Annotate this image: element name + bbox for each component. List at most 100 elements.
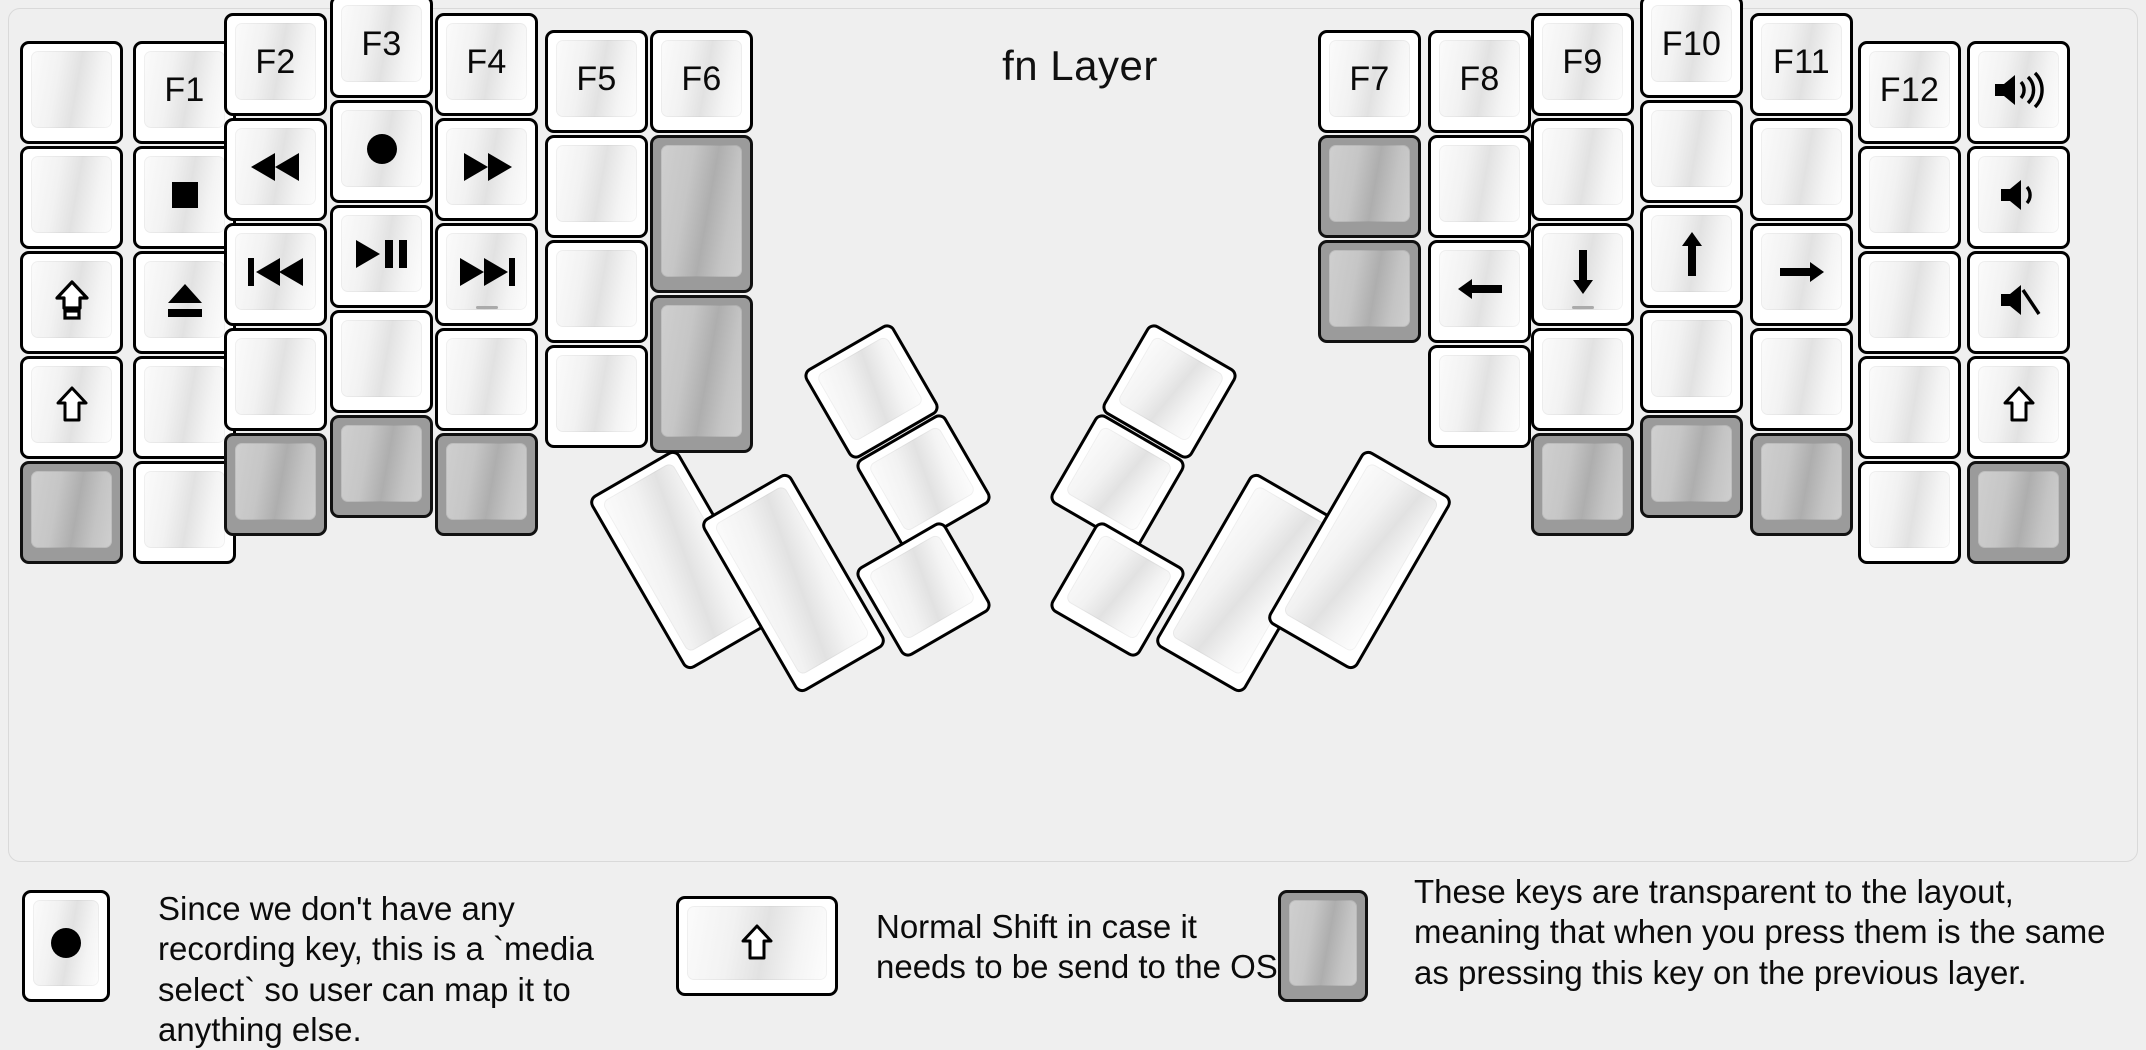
key-cap	[235, 338, 316, 415]
key-cap	[235, 443, 316, 520]
right-col-ring-key-3[interactable]	[1640, 310, 1743, 413]
left-col-pinky-key-3[interactable]	[133, 356, 236, 459]
left-col-pinky-key-0[interactable]: F1	[133, 41, 236, 144]
left-col-ring-key-0[interactable]: F2	[224, 13, 327, 116]
left-col-inner-key-1[interactable]	[545, 135, 648, 238]
left-col-index-key-3[interactable]	[435, 328, 538, 431]
key-underbar	[475, 306, 498, 309]
key-cap	[1978, 156, 2059, 233]
left-col-index-key-2[interactable]	[435, 223, 538, 326]
right-col-index-2-key-3[interactable]	[1428, 345, 1531, 448]
legend-text-transparent: These keys are transparent to the layout…	[1414, 873, 2106, 991]
left-col-ring-key-3[interactable]	[224, 328, 327, 431]
key-cap: F9	[1542, 23, 1623, 100]
left-col-pinky-key-2[interactable]	[133, 251, 236, 354]
left-col-index-key-1[interactable]	[435, 118, 538, 221]
legend-text-normal-shift: Normal Shift in case it needs to be send…	[876, 908, 1287, 986]
key-cap	[1869, 471, 1950, 548]
legend-key-normal-shift	[676, 896, 838, 996]
key-label: F4	[466, 42, 507, 81]
right-col-middle-key-4[interactable]	[1531, 433, 1634, 536]
right-col-ring-key-0[interactable]: F10	[1640, 0, 1743, 98]
right-col-pinky-key-4[interactable]	[1750, 433, 1853, 536]
right-col-index-key-1[interactable]	[1318, 135, 1421, 238]
left-col-innermost-key-1[interactable]	[650, 135, 753, 293]
left-col-outer-key-2[interactable]	[20, 251, 123, 354]
left-col-ring-key-4[interactable]	[224, 433, 327, 536]
right-col-ring-key-4[interactable]	[1640, 415, 1743, 518]
right-col-index-key-0[interactable]: F7	[1318, 30, 1421, 133]
key-label: F9	[1562, 42, 1603, 81]
left-col-outer-key-3[interactable]	[20, 356, 123, 459]
right-col-outermost-key-3[interactable]	[1967, 356, 2070, 459]
left-col-index-key-4[interactable]	[435, 433, 538, 536]
left-col-outer-key-0[interactable]	[20, 41, 123, 144]
media-stop-icon	[167, 177, 203, 213]
left-col-outer-key-1[interactable]	[20, 146, 123, 249]
media-prev-track-icon	[246, 254, 306, 290]
right-col-pinky-key-2[interactable]	[1750, 223, 1853, 326]
right-col-outer-key-3[interactable]	[1858, 356, 1961, 459]
left-col-outer-key-4[interactable]	[20, 461, 123, 564]
volume-down-icon	[1997, 175, 2041, 215]
right-col-outer-key-1[interactable]	[1858, 146, 1961, 249]
right-col-pinky-key-3[interactable]	[1750, 328, 1853, 431]
left-col-pinky-key-4[interactable]	[133, 461, 236, 564]
key-label: F11	[1773, 42, 1830, 81]
left-col-middle-key-4[interactable]	[330, 415, 433, 518]
right-col-outer-key-2[interactable]	[1858, 251, 1961, 354]
right-col-middle-key-0[interactable]: F9	[1531, 13, 1634, 116]
right-col-outermost-key-1[interactable]	[1967, 146, 2070, 249]
key-cap	[144, 471, 225, 548]
right-col-ring-key-1[interactable]	[1640, 100, 1743, 203]
right-col-index-key-2[interactable]	[1318, 240, 1421, 343]
key-cap: F5	[556, 40, 637, 117]
key-cap: F6	[661, 40, 742, 117]
volume-up-icon	[1991, 70, 2047, 110]
key-cap	[661, 305, 742, 437]
key-cap	[1869, 261, 1950, 338]
key-cap: F8	[1439, 40, 1520, 117]
record-dot-icon	[43, 920, 89, 966]
key-cap	[556, 250, 637, 327]
arrow-left-icon	[1454, 272, 1506, 306]
right-col-index-2-key-2[interactable]	[1428, 240, 1531, 343]
key-cap	[446, 233, 527, 310]
page-title: fn Layer	[1002, 42, 1158, 89]
right-col-middle-key-2[interactable]	[1531, 223, 1634, 326]
right-col-outermost-key-2[interactable]	[1967, 251, 2070, 354]
left-col-ring-key-2[interactable]	[224, 223, 327, 326]
right-col-middle-key-1[interactable]	[1531, 118, 1634, 221]
right-col-outer-key-0[interactable]: F12	[1858, 41, 1961, 144]
left-col-inner-key-0[interactable]: F5	[545, 30, 648, 133]
left-col-inner-key-3[interactable]	[545, 345, 648, 448]
key-cap	[1542, 128, 1623, 205]
key-label: F5	[576, 59, 617, 98]
right-col-outermost-key-0[interactable]	[1967, 41, 2070, 144]
right-col-ring-key-2[interactable]	[1640, 205, 1743, 308]
left-col-middle-key-2[interactable]	[330, 205, 433, 308]
right-col-middle-key-3[interactable]	[1531, 328, 1634, 431]
right-col-pinky-key-1[interactable]	[1750, 118, 1853, 221]
key-cap	[556, 145, 637, 222]
left-col-index-key-0[interactable]: F4	[435, 13, 538, 116]
left-col-pinky-key-1[interactable]	[133, 146, 236, 249]
key-cap	[446, 128, 527, 205]
left-col-inner-key-2[interactable]	[545, 240, 648, 343]
right-col-outermost-key-4[interactable]	[1967, 461, 2070, 564]
shift-arrow-icon	[1999, 384, 2039, 426]
left-col-middle-key-0[interactable]: F3	[330, 0, 433, 98]
key-cap	[1651, 215, 1732, 292]
right-col-outer-key-4[interactable]	[1858, 461, 1961, 564]
media-record-icon	[361, 128, 403, 170]
left-col-innermost-key-2[interactable]	[650, 295, 753, 453]
right-col-pinky-key-0[interactable]: F11	[1750, 13, 1853, 116]
left-col-ring-key-1[interactable]	[224, 118, 327, 221]
key-cap	[144, 156, 225, 233]
right-col-index-2-key-0[interactable]: F8	[1428, 30, 1531, 133]
left-col-middle-key-1[interactable]	[330, 100, 433, 203]
key-cap: F1	[144, 51, 225, 128]
left-col-middle-key-3[interactable]	[330, 310, 433, 413]
right-col-index-2-key-1[interactable]	[1428, 135, 1531, 238]
left-col-innermost-key-0[interactable]: F6	[650, 30, 753, 133]
